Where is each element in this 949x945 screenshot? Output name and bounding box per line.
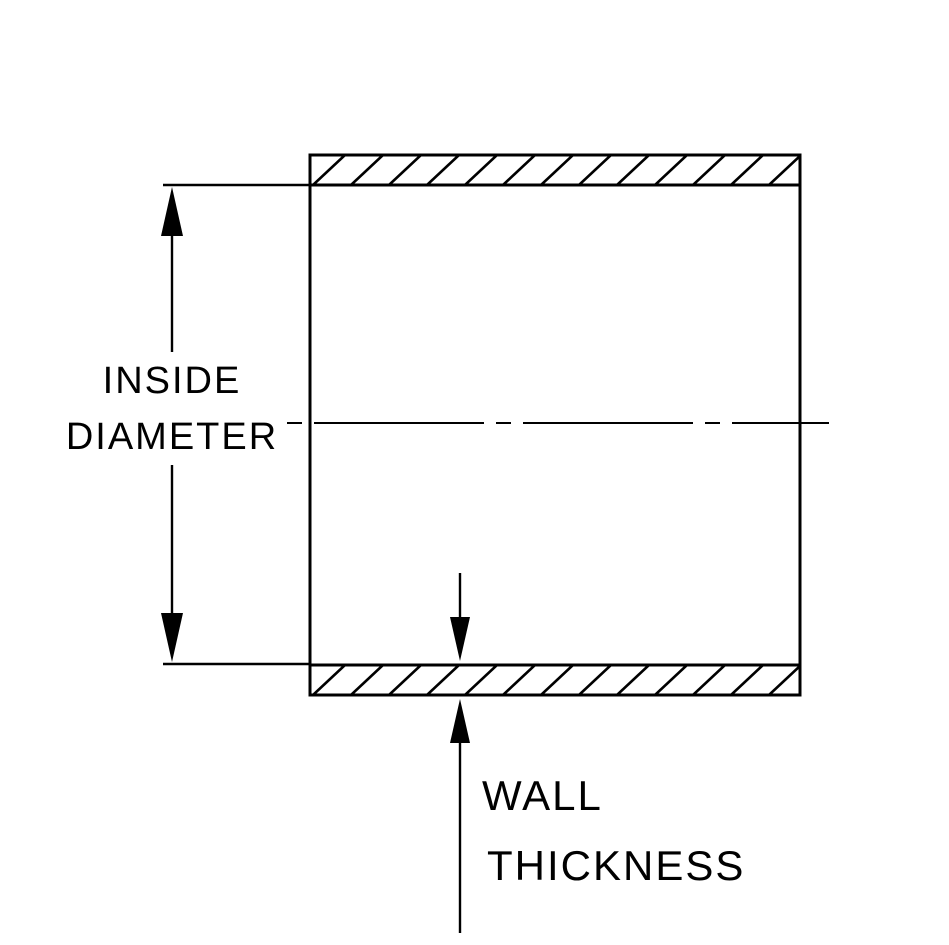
wall-thickness-label-line1: WALL xyxy=(482,772,603,819)
inside-diameter-dimension xyxy=(161,183,310,666)
arrow-down-icon xyxy=(161,613,183,662)
wall-thickness-dimension xyxy=(450,573,470,933)
bottom-wall-hatch xyxy=(310,665,800,695)
arrow-up-icon xyxy=(161,187,183,236)
tube-outline xyxy=(308,153,802,697)
inside-diameter-label-line1: INSIDE xyxy=(103,360,242,402)
inside-diameter-label-line2: DIAMETER xyxy=(66,416,278,458)
wall-thickness-label-line2: THICKNESS xyxy=(487,842,745,889)
top-wall-hatch xyxy=(310,155,800,185)
wall-thickness-arrow-down-icon xyxy=(450,617,470,661)
wall-thickness-arrow-up-icon xyxy=(450,699,470,743)
